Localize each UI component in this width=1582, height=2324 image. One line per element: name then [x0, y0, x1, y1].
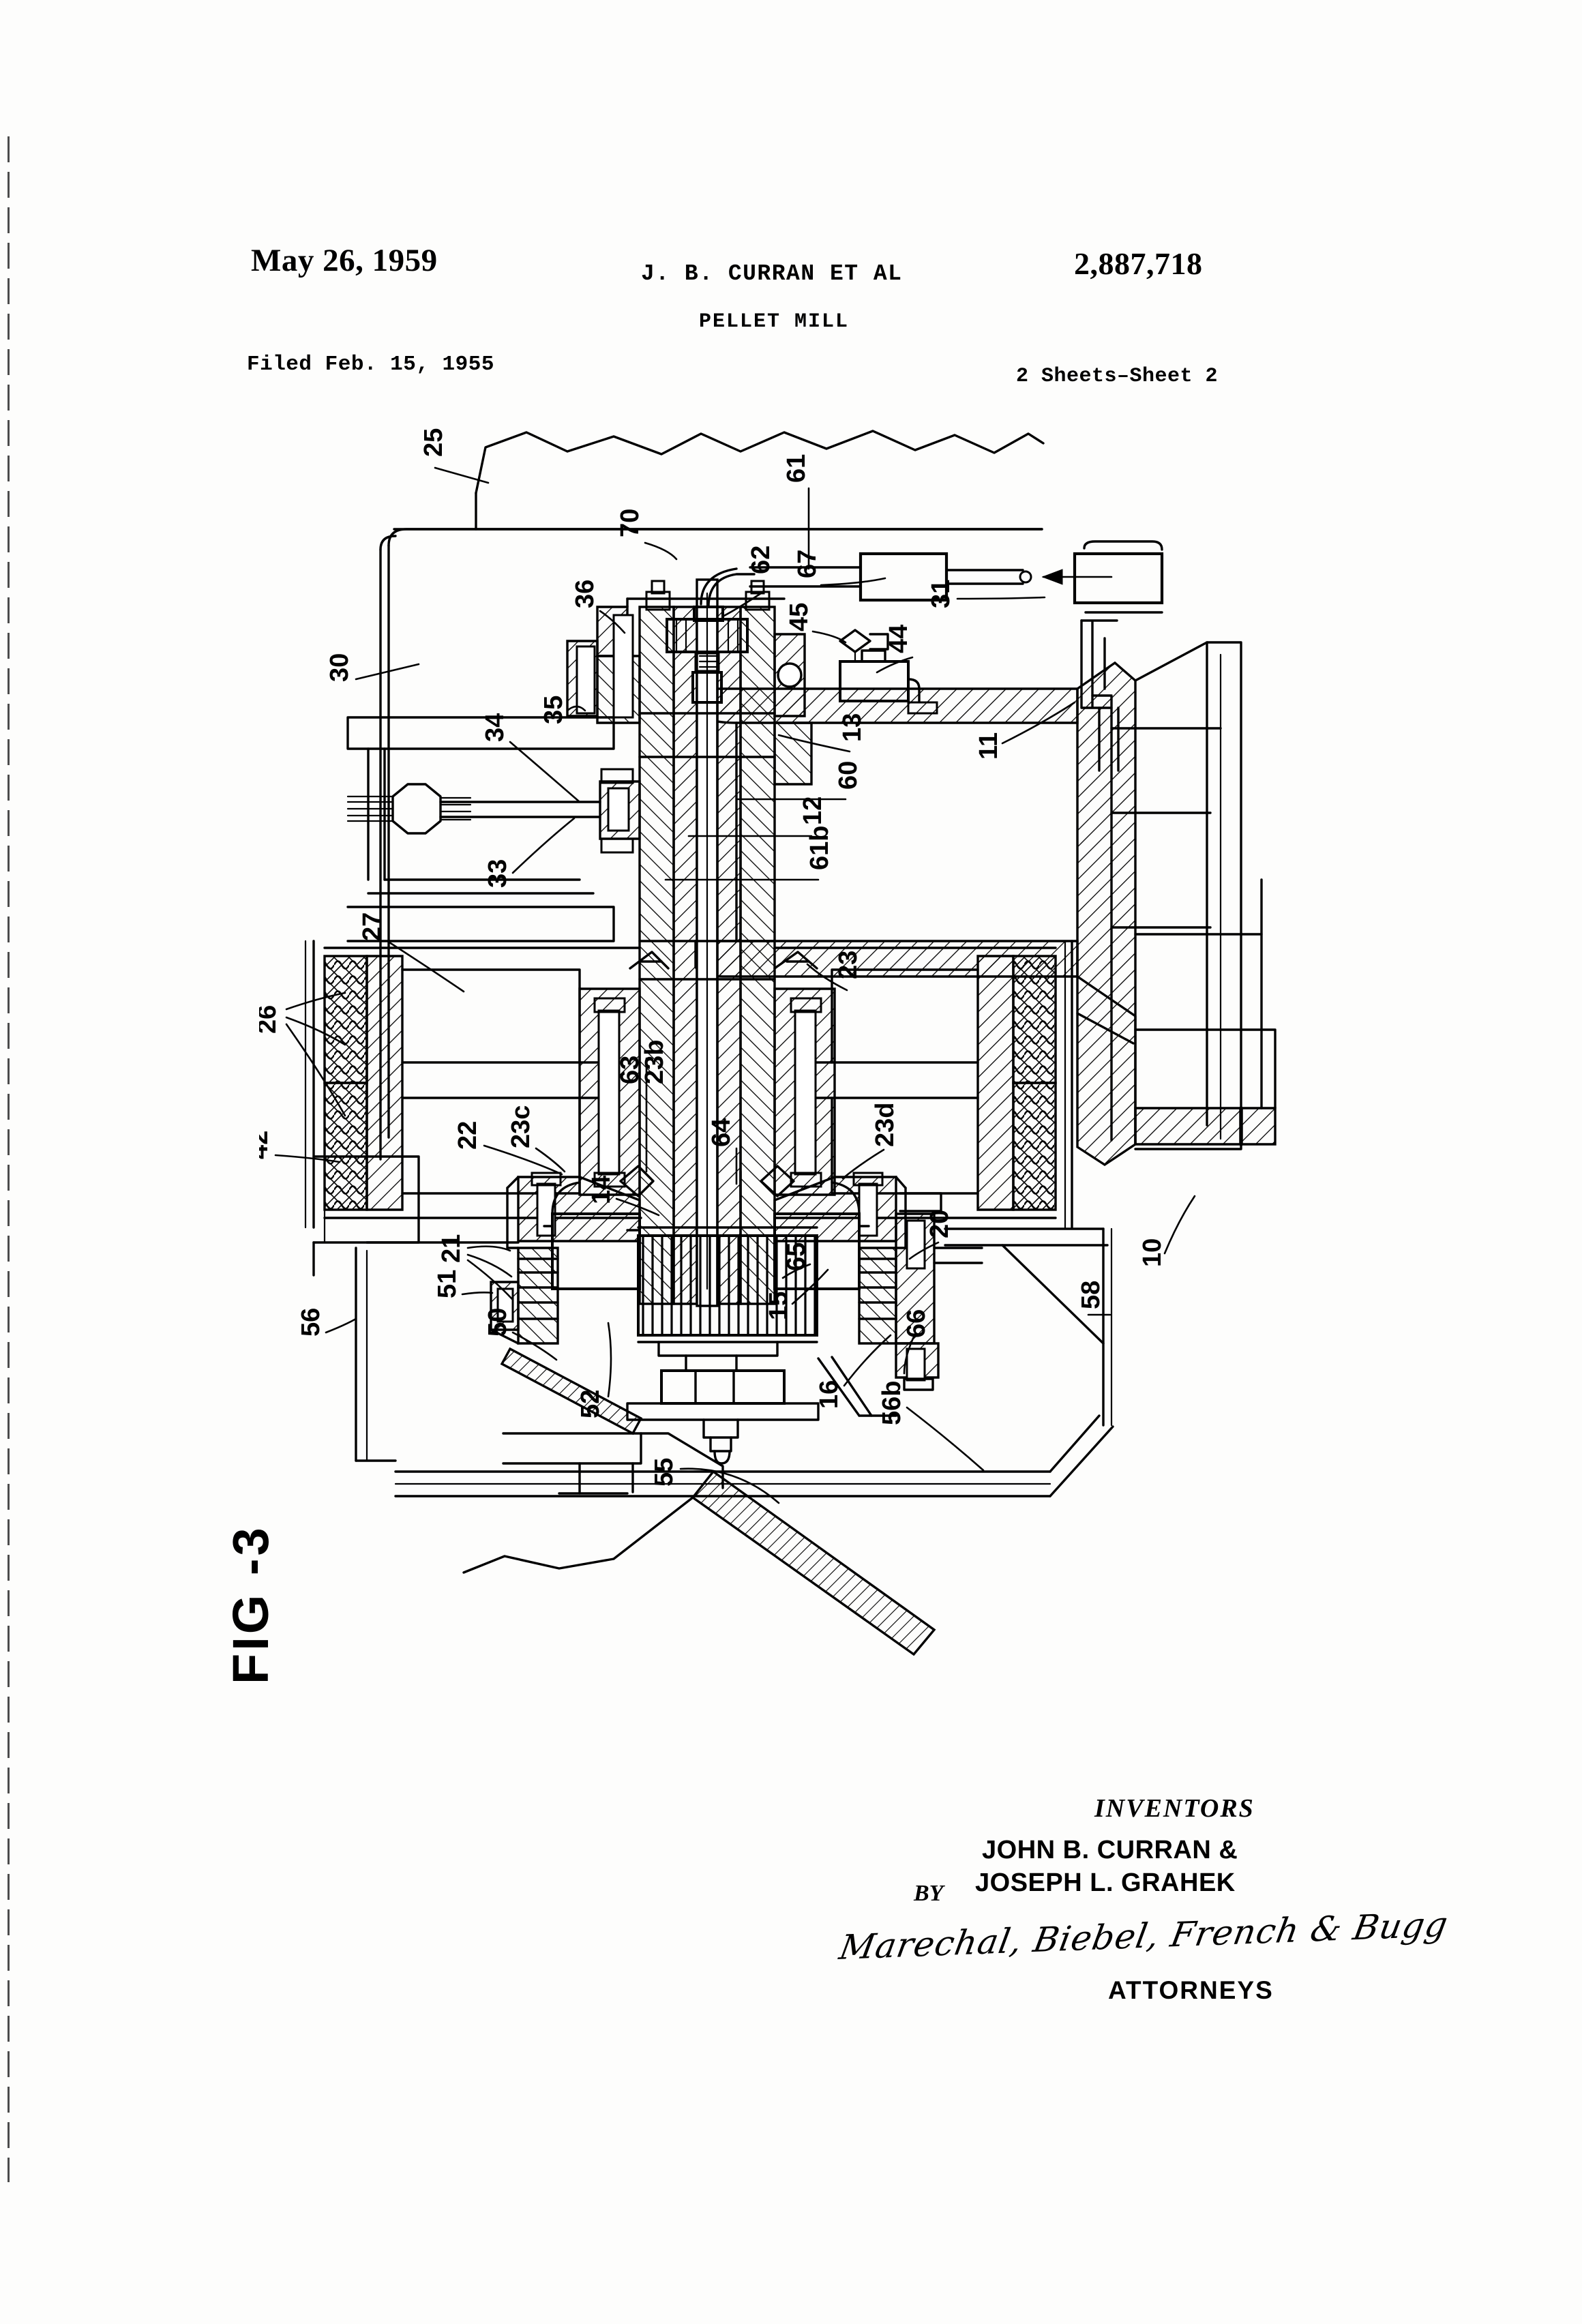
ref-45: 45	[785, 603, 814, 631]
inventor-name-2: JOSEPH L. GRAHEK	[975, 1868, 1236, 1897]
ref-66: 66	[902, 1309, 931, 1338]
ref-67: 67	[793, 550, 822, 578]
part-50-deflector-chute	[500, 1347, 643, 1435]
part-22-die-flange	[506, 1165, 907, 1249]
part-55-inclined-chute	[462, 1470, 936, 1656]
ref-64: 64	[707, 1118, 736, 1147]
part-61-feed-pipe	[393, 528, 1113, 602]
part-31-support-bracket	[1073, 540, 1164, 772]
ref-35: 35	[539, 696, 568, 724]
attorney-signature: Marechal, Biebel, French & Bugg	[836, 1905, 1452, 1967]
part-56-cabinet-skin	[355, 1241, 520, 1462]
ref-23-c: 23c	[507, 1105, 535, 1148]
filing-date: Filed Feb. 15, 1955	[247, 353, 494, 376]
part-35-bearing-block	[566, 640, 599, 717]
ref-60: 60	[834, 761, 863, 790]
ref-33: 33	[483, 859, 512, 888]
ref-56-a: 56	[297, 1308, 325, 1337]
attorneys-label: ATTORNEYS	[1108, 1976, 1274, 2004]
ref-22: 22	[453, 1121, 482, 1150]
reference-numerals-layer: 25 30 61 70 62 67 31 36 35	[259, 428, 1196, 1504]
figure-3-drawing: 25 30 61 70 62 67 31 36 35	[259, 402, 1459, 1889]
ref-51: 51	[433, 1270, 462, 1298]
ref-55: 55	[650, 1458, 678, 1487]
scan-margin-line	[8, 136, 10, 2182]
ref-52: 52	[576, 1390, 605, 1418]
ref-25: 25	[419, 428, 448, 457]
part-12-main-shaft-assembly	[638, 578, 776, 1307]
part-20-lower-bearing-housing	[895, 1192, 983, 1391]
part-36-upper-bearing-cap	[596, 580, 786, 724]
part-45-fitting	[839, 629, 889, 663]
ref-14: 14	[587, 1176, 616, 1204]
ref-11: 11	[974, 732, 1003, 760]
ref-34: 34	[481, 713, 509, 742]
sheet-header: May 26, 1959 J. B. CURRAN ET AL 2,887,71…	[0, 0, 1582, 423]
part-27-motor-housing	[304, 940, 1073, 1229]
ref-70: 70	[616, 509, 644, 537]
ref-31: 31	[927, 580, 955, 608]
patent-title: PELLET MILL	[699, 310, 850, 333]
ref-23-a: 23	[834, 951, 863, 979]
patent-number: 2,887,718	[1074, 246, 1203, 281]
ref-16: 16	[815, 1380, 844, 1409]
by-label: BY	[914, 1881, 944, 1906]
part-15-pellet-knife	[817, 1356, 897, 1417]
inventor-name-1: JOHN B. CURRAN &	[982, 1836, 1238, 1864]
part-58-discharge-hopper	[944, 1227, 1113, 1427]
ref-10: 10	[1138, 1238, 1167, 1267]
ref-42: 42	[259, 1131, 273, 1159]
ref-58: 58	[1077, 1281, 1105, 1309]
ref-26: 26	[259, 1005, 282, 1034]
ref-20: 20	[925, 1210, 954, 1238]
ref-23-d: 23d	[871, 1103, 899, 1147]
ref-30: 30	[325, 653, 354, 682]
ref-62: 62	[747, 546, 775, 574]
ref-15: 15	[764, 1292, 793, 1320]
part-16-collection-pan	[394, 1414, 1114, 1498]
ref-63: 63	[616, 1056, 644, 1084]
part-70-valve-fitting	[666, 567, 756, 704]
part-65-pressure-roller	[626, 1226, 820, 1465]
part-33-adjusting-bolt	[346, 716, 641, 942]
ref-36: 36	[571, 580, 599, 608]
ref-61-lower: 61b	[805, 826, 834, 870]
part-25-hopper-wall	[475, 430, 1045, 531]
ref-12: 12	[799, 796, 827, 825]
ref-23-b: 23b	[640, 1040, 669, 1084]
part-bearing-detail-right	[773, 633, 813, 786]
ref-56-b: 56b	[878, 1381, 906, 1425]
ref-13: 13	[838, 713, 867, 742]
sheet-number: 2 Sheets–Sheet 2	[1016, 365, 1219, 388]
part-10-base-pedestal	[1134, 878, 1277, 1146]
issue-date: May 26, 1959	[251, 243, 438, 278]
ref-50: 50	[483, 1308, 512, 1337]
part-51-scraper-plate	[490, 1281, 520, 1345]
ref-61-top: 61	[782, 454, 811, 483]
part-44-pump-unit	[839, 649, 938, 715]
ref-65: 65	[782, 1242, 811, 1271]
inventor-line: J. B. CURRAN ET AL	[641, 261, 903, 286]
ref-44: 44	[884, 625, 913, 653]
ref-27: 27	[358, 912, 387, 941]
ref-21: 21	[437, 1234, 466, 1263]
inventors-heading: INVENTORS	[1094, 1794, 1255, 1823]
